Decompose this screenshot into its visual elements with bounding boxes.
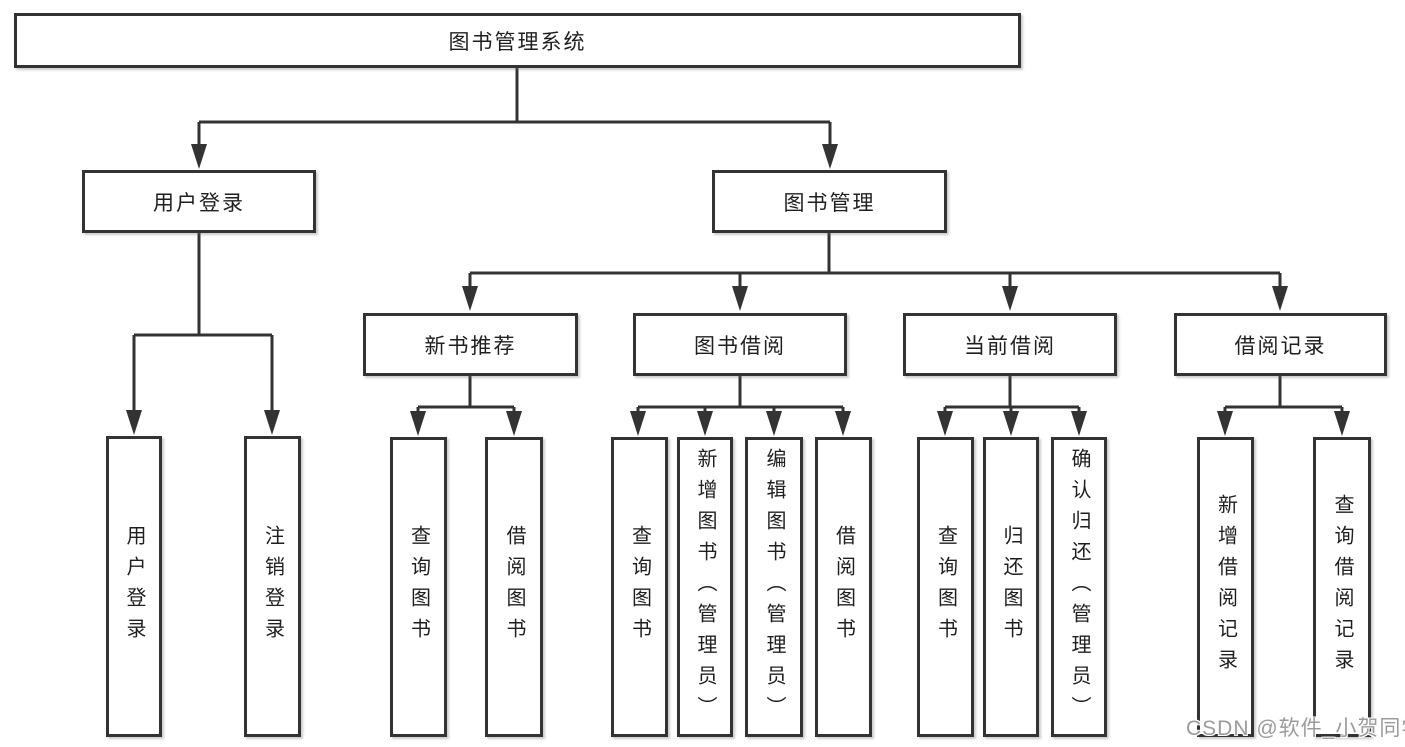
leaf-records-add-record: 新增借阅记录 (1197, 437, 1254, 737)
leaf-recommend-query-books: 查询图书 (390, 437, 447, 737)
arrowhead (1071, 411, 1087, 436)
arrowhead (1003, 411, 1019, 436)
csdn-watermark: CSDN @软件_小贺同学 (1186, 717, 1405, 740)
leaf-current-return-books: 归还图书 (983, 437, 1039, 737)
leaf-borrowing-add-books-admin: 新增图书（管理员） (677, 437, 733, 737)
connector-book-management (468, 233, 1282, 294)
leaf-logout: 注销登录 (244, 436, 301, 737)
node-label: 借阅图书 (832, 525, 855, 649)
leaf-recommend-borrow-books: 借阅图书 (485, 437, 543, 737)
node-label: 当前借阅 (964, 334, 1056, 358)
node-book-borrowing: 图书借阅 (633, 313, 847, 376)
arrowhead (822, 144, 838, 169)
leaf-borrowing-edit-books-admin: 编辑图书（管理员） (745, 437, 803, 737)
node-label: 用户登录 (153, 191, 245, 215)
node-library-management-system: 图书管理系统 (14, 13, 1021, 68)
leaf-borrowing-borrow-books: 借阅图书 (815, 437, 872, 737)
leaf-current-confirm-return-admin: 确认归还（管理员） (1051, 437, 1107, 737)
node-label: 查询图书 (628, 525, 651, 649)
arrowhead (462, 286, 478, 311)
node-label: 注销登录 (261, 524, 284, 649)
node-label: 用户登录 (123, 524, 145, 649)
arrowhead (1002, 286, 1018, 311)
connector-new-book-recommend (416, 376, 516, 418)
leaf-current-query-books: 查询图书 (917, 437, 974, 737)
arrowhead (732, 286, 748, 311)
arrowhead (191, 144, 207, 169)
arrowhead (1334, 411, 1350, 436)
node-current-borrowing: 当前借阅 (903, 313, 1117, 376)
leaf-user-login: 用户登录 (106, 436, 162, 737)
node-book-management: 图书管理 (712, 170, 947, 233)
node-user-login: 用户登录 (82, 170, 316, 233)
arrowhead (1272, 286, 1288, 311)
node-label: 借阅图书 (503, 525, 525, 649)
leaf-borrowing-query-books: 查询图书 (611, 437, 668, 737)
arrowhead (506, 411, 522, 436)
connector-borrowing-records (1223, 376, 1344, 418)
arrowhead (1217, 411, 1233, 436)
connector-root-to-level2 (197, 68, 832, 150)
node-label: 图书管理 (783, 191, 876, 215)
arrowhead (766, 411, 782, 436)
node-label: 查询图书 (934, 525, 957, 649)
node-label: 新增借阅记录 (1214, 494, 1237, 680)
node-label: 查询借阅记录 (1331, 494, 1353, 680)
arrowhead (126, 410, 142, 435)
connector-user-login (132, 233, 274, 416)
node-new-book-recommend: 新书推荐 (363, 313, 578, 376)
arrowhead (264, 410, 280, 435)
node-borrowing-records: 借阅记录 (1174, 313, 1387, 376)
node-label: 新增图书（管理员） (694, 447, 716, 727)
node-label: 归还图书 (1000, 525, 1022, 649)
node-label: 确认归还（管理员） (1068, 447, 1090, 727)
node-label: 图书借阅 (694, 334, 786, 358)
arrowhead (937, 411, 953, 436)
node-label: 借阅记录 (1234, 334, 1327, 358)
arrowhead (835, 411, 851, 436)
arrowhead (697, 411, 713, 436)
node-label: 查询图书 (407, 525, 430, 649)
arrowhead (630, 411, 646, 436)
node-label: 图书管理系统 (448, 30, 587, 54)
node-label: 新书推荐 (424, 334, 517, 358)
node-label: 编辑图书（管理员） (763, 447, 785, 727)
connector-book-borrowing (636, 376, 845, 418)
leaf-records-query-record: 查询借阅记录 (1313, 437, 1371, 737)
arrowhead (410, 411, 426, 436)
